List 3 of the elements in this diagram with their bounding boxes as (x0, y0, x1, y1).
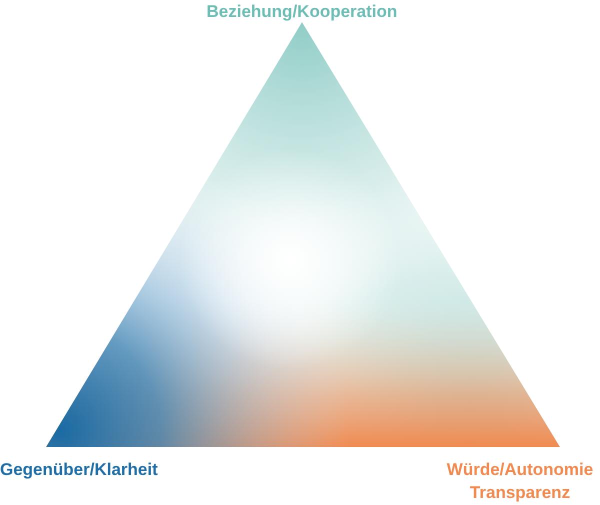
corner-label: Würde/Autonomie Transparenz (446, 459, 594, 504)
corner-label: Beziehung/Kooperation (206, 1, 398, 23)
corner-label: Gegenüber/Klarheit (0, 459, 158, 481)
